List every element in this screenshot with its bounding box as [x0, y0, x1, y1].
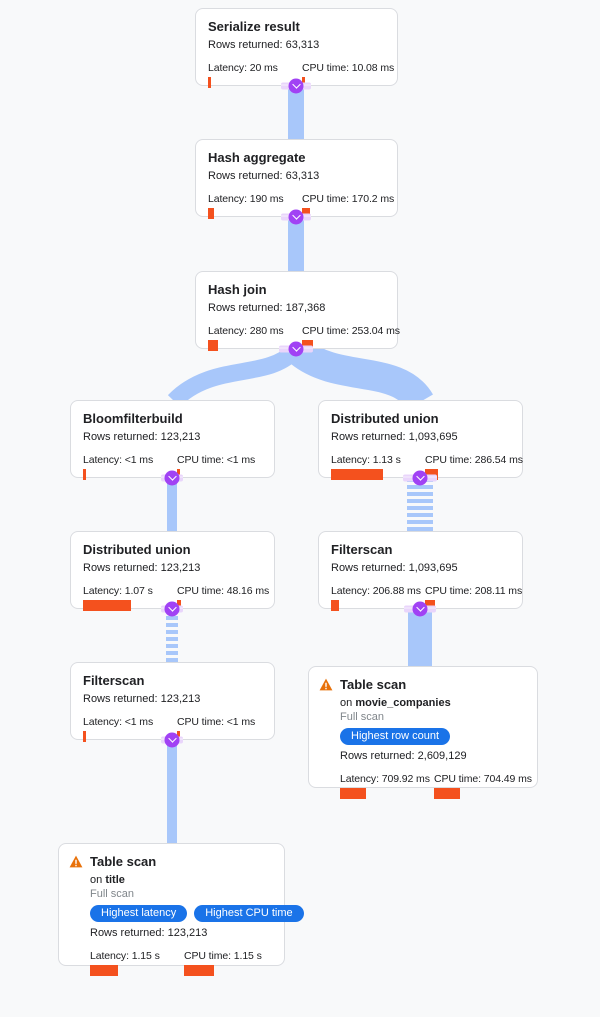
cpu-time-label: CPU time: <1 ms — [177, 454, 256, 466]
cpu-time-label: CPU time: 48.16 ms — [177, 585, 270, 597]
badges-row: Highest latency Highest CPU time — [90, 905, 304, 922]
node-metrics: Latency: <1 ms CPU time: <1 ms — [83, 716, 262, 742]
edge-distributed-union-to-filterscan-left — [166, 609, 178, 663]
plan-node-serialize-result[interactable]: Serialize result Rows returned: 63,313 L… — [195, 8, 398, 88]
plan-node-table-scan-title[interactable]: Table scan on title Full scan Highest la… — [58, 843, 304, 976]
collapse-filterscan-right-button[interactable] — [412, 601, 428, 617]
edge-filterscan-to-table-scan-left — [167, 740, 177, 844]
node-title: Hash join — [208, 282, 267, 297]
cpu-time-label: CPU time: 10.08 ms — [302, 62, 395, 74]
latency-bar — [340, 788, 366, 799]
warning-icon — [69, 855, 83, 868]
node-title: Filterscan — [83, 673, 145, 688]
node-rows-returned: Rows returned: 123,213 — [83, 562, 201, 574]
latency-label: Latency: 206.88 ms — [331, 585, 421, 597]
collapse-filterscan-left-button[interactable] — [164, 732, 180, 748]
scan-mode-label: Full scan — [340, 711, 385, 723]
node-rows-returned: Rows returned: 2,609,129 — [340, 750, 467, 762]
latency-label: Latency: 1.13 s — [331, 454, 401, 466]
scan-mode-label: Full scan — [90, 888, 135, 900]
node-metrics: Latency: <1 ms CPU time: <1 ms — [83, 454, 262, 480]
node-rows-returned: Rows returned: 187,368 — [208, 302, 326, 314]
cpu-time-bar — [184, 965, 214, 976]
node-rows-returned: Rows returned: 123,213 — [83, 693, 201, 705]
latency-label: Latency: 1.07 s — [83, 585, 153, 597]
badges-row: Highest row count — [340, 728, 525, 745]
collapse-distributed-union-left-button[interactable] — [164, 601, 180, 617]
node-title: Filterscan — [331, 542, 393, 557]
cpu-time-label: CPU time: 704.49 ms — [434, 773, 532, 785]
plan-node-filterscan-left[interactable]: Filterscan Rows returned: 123,213 Latenc… — [70, 662, 275, 742]
latency-label: Latency: 1.15 s — [90, 950, 160, 962]
latency-bar — [208, 208, 214, 219]
cpu-time-label: CPU time: 253.04 ms — [302, 325, 400, 337]
node-metrics: Latency: 1.15 s CPU time: 1.15 s — [90, 950, 272, 976]
collapse-hash-join-button[interactable] — [288, 341, 304, 357]
latency-label: Latency: 20 ms — [208, 62, 278, 74]
edge-hash-aggregate-to-hash-join — [288, 217, 304, 272]
node-title: Bloomfilterbuild — [83, 411, 183, 426]
node-rows-returned: Rows returned: 1,093,695 — [331, 431, 458, 443]
collapse-serialize-result-button[interactable] — [288, 78, 304, 94]
node-title: Distributed union — [331, 411, 439, 426]
node-metrics: Latency: 1.07 s CPU time: 48.16 ms — [83, 585, 269, 611]
node-title: Hash aggregate — [208, 150, 306, 165]
cpu-time-label: CPU time: 286.54 ms — [425, 454, 523, 466]
node-title: Table scan — [90, 854, 157, 869]
node-metrics: Latency: 206.88 ms CPU time: 208.11 ms — [331, 585, 522, 611]
latency-label: Latency: 190 ms — [208, 193, 284, 205]
latency-label: Latency: 709.92 ms — [340, 773, 430, 785]
node-rows-returned: Rows returned: 123,213 — [90, 927, 208, 939]
plan-node-bloomfilterbuild[interactable]: Bloomfilterbuild Rows returned: 123,213 … — [70, 400, 275, 480]
latency-bar — [208, 340, 218, 351]
highest-cpu-time-badge: Highest CPU time — [194, 905, 304, 922]
node-metrics: Latency: 20 ms CPU time: 10.08 ms — [208, 62, 394, 88]
plan-node-table-scan-movie-companies[interactable]: Table scan on movie_companies Full scan … — [308, 666, 538, 799]
node-metrics: Latency: 709.92 ms CPU time: 704.49 ms — [340, 773, 532, 799]
latency-bar — [208, 77, 211, 88]
latency-bar — [90, 965, 118, 976]
plan-node-hash-join[interactable]: Hash join Rows returned: 187,368 Latency… — [195, 271, 400, 351]
cpu-time-label: CPU time: 1.15 s — [184, 950, 262, 962]
latency-bar — [83, 600, 131, 611]
latency-bar — [83, 469, 86, 480]
edge-distributed-union-to-filterscan-right — [407, 478, 433, 532]
node-title: Distributed union — [83, 542, 191, 557]
node-rows-returned: Rows returned: 123,213 — [83, 431, 201, 443]
latency-label: Latency: <1 ms — [83, 454, 154, 466]
table-name: title — [105, 874, 125, 886]
collapse-hash-aggregate-button[interactable] — [288, 209, 304, 225]
plan-node-hash-aggregate[interactable]: Hash aggregate Rows returned: 63,313 Lat… — [195, 139, 398, 219]
node-title: Table scan — [340, 677, 407, 692]
edge-serialize-to-hash-aggregate — [288, 86, 304, 140]
highest-latency-badge: Highest latency — [90, 905, 188, 922]
edge-bloomfilterbuild-to-distributed-union — [167, 478, 177, 532]
latency-label: Latency: 280 ms — [208, 325, 284, 337]
plan-node-filterscan-right[interactable]: Filterscan Rows returned: 1,093,695 Late… — [318, 531, 523, 611]
edge-filterscan-to-table-scan-right — [408, 609, 432, 667]
cpu-time-label: CPU time: <1 ms — [177, 716, 256, 728]
node-table: on movie_companies — [340, 697, 451, 709]
highest-row-count-badge: Highest row count — [340, 728, 451, 745]
warning-icon — [319, 678, 333, 691]
latency-bar — [331, 469, 383, 480]
table-name: movie_companies — [355, 697, 451, 709]
collapse-distributed-union-right-button[interactable] — [412, 470, 428, 486]
latency-bar — [83, 731, 86, 742]
node-rows-returned: Rows returned: 63,313 — [208, 170, 320, 182]
plan-node-distributed-union-right[interactable]: Distributed union Rows returned: 1,093,6… — [318, 400, 523, 480]
latency-bar — [331, 600, 339, 611]
cpu-time-label: CPU time: 208.11 ms — [425, 585, 523, 597]
node-title: Serialize result — [208, 19, 300, 34]
cpu-time-label: CPU time: 170.2 ms — [302, 193, 395, 205]
node-table: on title — [90, 874, 125, 886]
node-rows-returned: Rows returned: 1,093,695 — [331, 562, 458, 574]
latency-label: Latency: <1 ms — [83, 716, 154, 728]
collapse-bloomfilterbuild-button[interactable] — [164, 470, 180, 486]
node-rows-returned: Rows returned: 63,313 — [208, 39, 320, 51]
plan-node-distributed-union-left[interactable]: Distributed union Rows returned: 123,213… — [70, 531, 275, 611]
cpu-time-bar — [434, 788, 460, 799]
